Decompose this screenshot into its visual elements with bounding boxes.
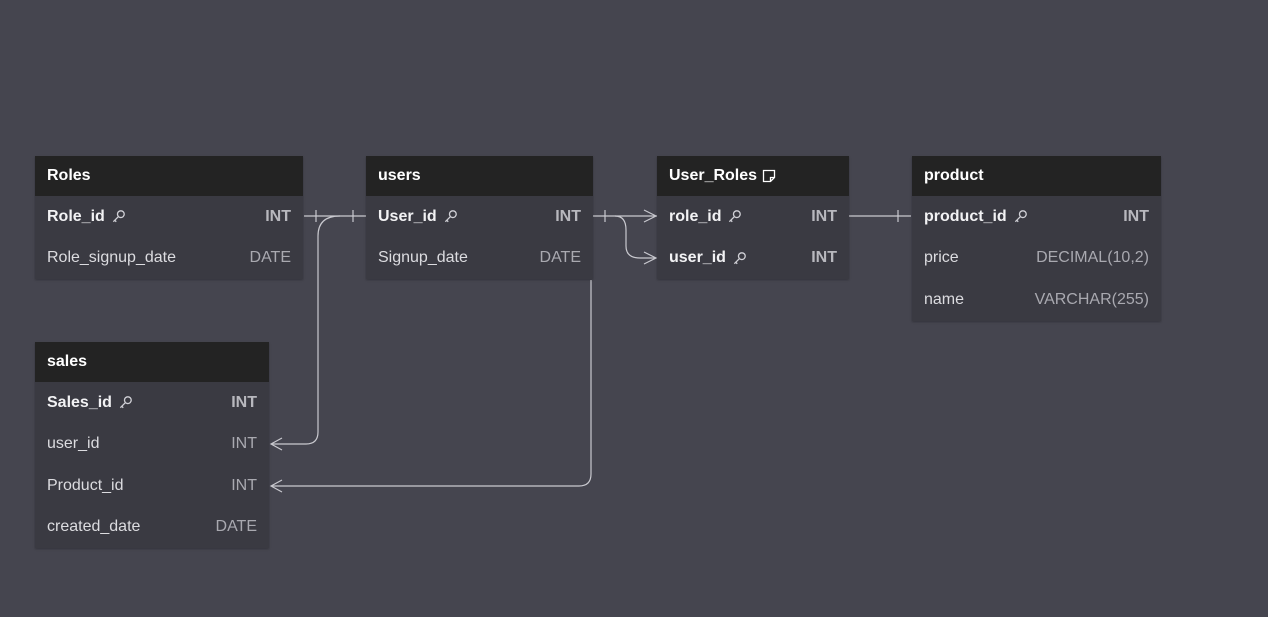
table-roles[interactable]: Roles Role_id INT Role_signup_date DATE — [35, 156, 303, 279]
rel-userroles-product — [849, 210, 911, 222]
key-icon — [444, 210, 457, 223]
table-title: Roles — [47, 167, 91, 184]
table-title: User_Roles — [669, 167, 758, 184]
rel-users-userroles-role — [593, 209, 658, 223]
column-row[interactable]: user_id INT — [35, 424, 269, 466]
rel-users-sales-product-id — [269, 280, 592, 493]
column-name: Signup_date — [378, 249, 468, 267]
table-sales[interactable]: sales Sales_id INT user_id INT Product_i… — [35, 342, 269, 548]
column-type: DATE — [539, 249, 581, 267]
column-type: INT — [265, 207, 291, 225]
column-name: product_id — [924, 207, 1007, 225]
key-icon — [119, 396, 132, 409]
rel-users-userroles-user — [614, 215, 658, 265]
column-type: INT — [231, 393, 257, 411]
column-name: Sales_id — [47, 393, 112, 411]
column-row[interactable]: Signup_date DATE — [366, 238, 593, 280]
column-name: user_id — [47, 435, 100, 453]
table-header[interactable]: User_Roles — [657, 156, 849, 196]
column-name: price — [924, 249, 959, 267]
column-row[interactable]: created_date DATE — [35, 507, 269, 549]
column-type: VARCHAR(255) — [1034, 290, 1149, 308]
column-row[interactable]: name VARCHAR(255) — [912, 279, 1161, 321]
column-name: role_id — [669, 207, 722, 225]
column-row[interactable]: Sales_id INT — [35, 382, 269, 424]
table-title: sales — [47, 353, 88, 370]
table-title: users — [378, 167, 421, 184]
table-product[interactable]: product product_id INT price DECIMAL(10,… — [912, 156, 1161, 321]
table-header[interactable]: users — [366, 156, 593, 196]
column-name: name — [924, 290, 965, 308]
table-header[interactable]: product — [912, 156, 1161, 196]
column-row[interactable]: Product_id INT — [35, 465, 269, 507]
rel-roles-users — [304, 210, 366, 222]
column-type: INT — [811, 207, 837, 225]
column-name: Product_id — [47, 476, 124, 494]
column-name: user_id — [669, 249, 726, 267]
column-type: INT — [231, 435, 257, 453]
column-type: DATE — [215, 518, 257, 536]
table-user-roles[interactable]: User_Roles role_id INT user_id INT — [657, 156, 849, 279]
column-type: INT — [1123, 207, 1149, 225]
column-row[interactable]: User_id INT — [366, 196, 593, 238]
column-type: INT — [811, 249, 837, 267]
table-header[interactable]: sales — [35, 342, 269, 382]
note-icon[interactable] — [762, 169, 776, 183]
key-icon — [112, 210, 125, 223]
column-name: Role_signup_date — [47, 249, 176, 267]
column-row[interactable]: Role_signup_date DATE — [35, 238, 303, 280]
column-row[interactable]: price DECIMAL(10,2) — [912, 238, 1161, 280]
column-name: created_date — [47, 518, 141, 536]
column-row[interactable]: product_id INT — [912, 196, 1161, 238]
column-row[interactable]: role_id INT — [657, 196, 849, 238]
key-icon — [733, 251, 746, 264]
table-header[interactable]: Roles — [35, 156, 303, 196]
key-icon — [729, 210, 742, 223]
key-icon — [1014, 210, 1027, 223]
column-row[interactable]: user_id INT — [657, 238, 849, 280]
column-type: INT — [555, 207, 581, 225]
column-name: Role_id — [47, 207, 105, 225]
column-name: User_id — [378, 207, 437, 225]
column-type: INT — [231, 476, 257, 494]
table-users[interactable]: users User_id INT Signup_date DATE — [366, 156, 593, 279]
column-type: DECIMAL(10,2) — [1036, 249, 1149, 267]
column-type: DATE — [249, 249, 291, 267]
column-row[interactable]: Role_id INT — [35, 196, 303, 238]
table-title: product — [924, 167, 984, 184]
